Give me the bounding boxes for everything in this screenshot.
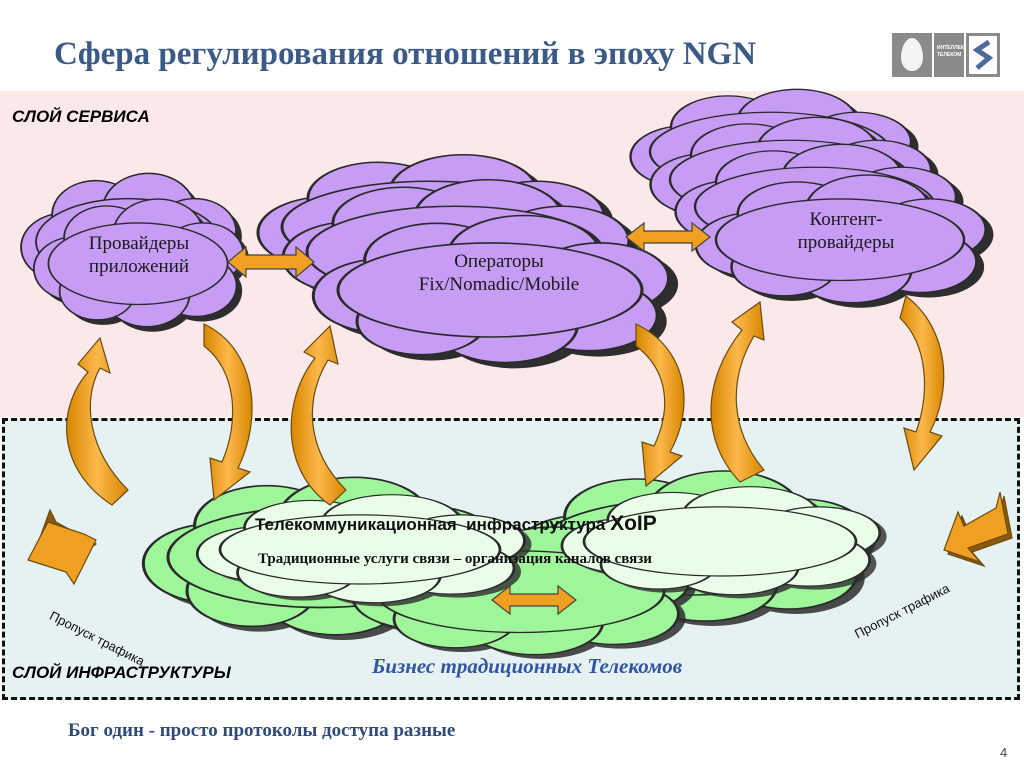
page-number: 4 xyxy=(1000,745,1008,760)
egg-icon xyxy=(901,38,923,71)
curved-arrow-up-3 xyxy=(710,300,765,483)
providers-label-line1: Провайдеры xyxy=(88,233,190,254)
footer-text: Бог один - просто протоколы доступа разн… xyxy=(68,720,456,741)
operators-label-line2: Fix/Nomadic/Mobile xyxy=(418,274,580,295)
curved-arrow-down-3 xyxy=(899,294,945,472)
double-arrow-operators-content xyxy=(625,221,711,253)
infrastructure-layer-label: СЛОЙ ИНФРАСТРУКТУРЫ xyxy=(12,663,231,682)
curved-arrow-down-1 xyxy=(203,323,253,502)
traffic-arrow-right xyxy=(943,491,1013,568)
content-providers-cloud xyxy=(629,88,994,308)
curved-arrow-up-2 xyxy=(290,324,347,506)
providers-cloud-label: Провайдеры приложений xyxy=(60,232,218,278)
infrastructure-title: Телекоммуникационная инфраструктура XoIP xyxy=(255,512,657,536)
infrastructure-title-main: Телекоммуникационная инфраструктура xyxy=(255,515,611,534)
providers-label-line2: приложений xyxy=(88,256,190,277)
company-logo: ИНТЕЛЛЕКТ ТЕЛЕКОМ xyxy=(892,33,1002,77)
double-arrow-infrastructure xyxy=(491,584,577,616)
xoip-label: XoIP xyxy=(610,512,657,535)
content-label-line2: провайдеры xyxy=(797,232,895,253)
traffic-arrow-left xyxy=(27,508,98,586)
business-label: Бизнес традиционных Телекомов xyxy=(372,654,683,678)
curved-arrow-down-2 xyxy=(635,323,685,488)
logo-mark-icon xyxy=(969,36,997,74)
content-providers-cloud-label: Контент- провайдеры xyxy=(766,208,926,254)
service-layer-label: СЛОЙ СЕРВИСА xyxy=(12,107,150,126)
double-arrow-providers-operators xyxy=(227,245,315,279)
logo-text: ИНТЕЛЛЕКТ ТЕЛЕКОМ xyxy=(934,33,967,77)
operators-cloud-label: Операторы Fix/Nomadic/Mobile xyxy=(376,250,622,296)
content-label-line1: Контент- xyxy=(809,209,883,230)
infrastructure-subtitle: Традиционные услуги связи – организация … xyxy=(258,551,652,567)
slide-title: Сфера регулирования отношений в эпоху NG… xyxy=(54,36,757,72)
curved-arrow-up-1 xyxy=(65,336,129,506)
operators-label-line1: Операторы xyxy=(454,251,544,272)
